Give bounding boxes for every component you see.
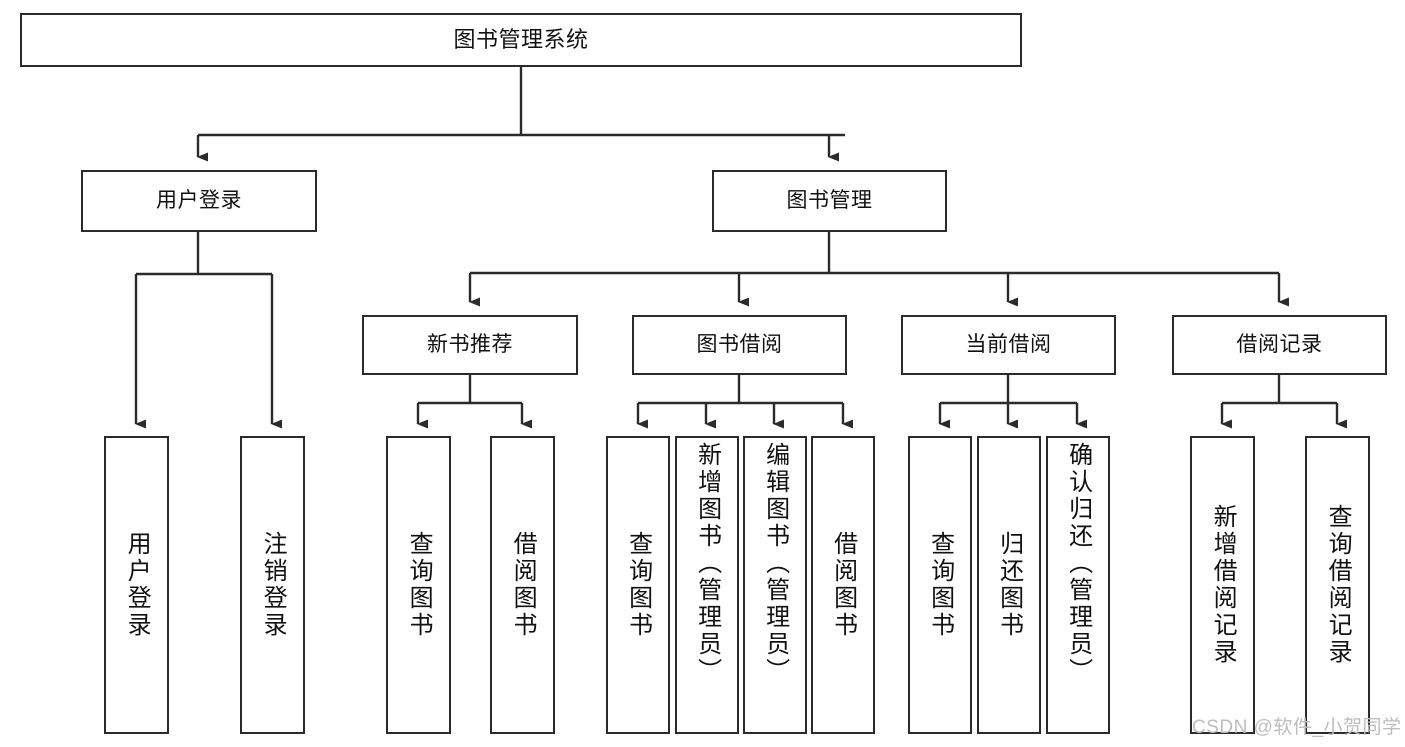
node-leaf-user-login-label: 用户登录 xyxy=(123,531,151,639)
node-leaf-confirm-return-label: 确认归还（管理员） xyxy=(1064,442,1092,685)
node-leaf-add-book-label: 新增图书（管理员） xyxy=(693,442,721,685)
node-new-book-rec[interactable]: 新书推荐 xyxy=(362,315,578,375)
node-book-manage-label: 图书管理 xyxy=(786,188,873,212)
node-leaf-user-logout-label: 注销登录 xyxy=(259,531,287,639)
node-leaf-user-login[interactable]: 用户登录 xyxy=(104,436,169,734)
node-leaf-query-record[interactable]: 查询借阅记录 xyxy=(1305,436,1370,734)
node-leaf-query-record-label: 查询借阅记录 xyxy=(1324,504,1352,666)
node-book-borrow-label: 图书借阅 xyxy=(696,332,783,356)
node-leaf-borrow-book-1[interactable]: 借阅图书 xyxy=(490,436,555,734)
node-book-borrow[interactable]: 图书借阅 xyxy=(632,315,847,375)
node-current-borrow[interactable]: 当前借阅 xyxy=(901,315,1116,375)
node-leaf-confirm-return[interactable]: 确认归还（管理员） xyxy=(1046,436,1110,734)
node-leaf-return-book[interactable]: 归还图书 xyxy=(977,436,1041,734)
node-leaf-edit-book-label: 编辑图书（管理员） xyxy=(761,442,789,685)
node-leaf-query-book-2[interactable]: 查询图书 xyxy=(606,436,670,734)
node-leaf-query-book-3[interactable]: 查询图书 xyxy=(908,436,972,734)
node-user-login-label: 用户登录 xyxy=(156,188,242,212)
node-leaf-query-book-1[interactable]: 查询图书 xyxy=(386,436,451,734)
node-borrow-record-label: 借阅记录 xyxy=(1236,332,1323,356)
node-leaf-borrow-book-2-label: 借阅图书 xyxy=(829,531,857,639)
node-leaf-user-logout[interactable]: 注销登录 xyxy=(240,436,305,734)
node-new-book-rec-label: 新书推荐 xyxy=(427,332,513,356)
node-leaf-query-book-2-label: 查询图书 xyxy=(624,531,652,639)
node-leaf-query-book-1-label: 查询图书 xyxy=(405,531,433,639)
node-current-borrow-label: 当前借阅 xyxy=(965,332,1052,356)
node-leaf-add-record-label: 新增借阅记录 xyxy=(1209,504,1237,666)
node-leaf-return-book-label: 归还图书 xyxy=(995,531,1023,639)
node-leaf-borrow-book-2[interactable]: 借阅图书 xyxy=(811,436,875,734)
node-leaf-query-book-3-label: 查询图书 xyxy=(926,531,954,639)
node-user-login[interactable]: 用户登录 xyxy=(81,170,317,232)
node-root-label: 图书管理系统 xyxy=(453,27,589,53)
node-book-manage[interactable]: 图书管理 xyxy=(712,170,947,232)
node-leaf-edit-book[interactable]: 编辑图书（管理员） xyxy=(743,436,807,734)
node-leaf-add-record[interactable]: 新增借阅记录 xyxy=(1190,436,1255,734)
node-leaf-add-book[interactable]: 新增图书（管理员） xyxy=(675,436,739,734)
node-leaf-borrow-book-1-label: 借阅图书 xyxy=(509,531,537,639)
csdn-watermark: CSDN @软件_小贺同学 xyxy=(1192,717,1402,738)
node-root[interactable]: 图书管理系统 xyxy=(20,13,1022,67)
node-borrow-record[interactable]: 借阅记录 xyxy=(1172,315,1387,375)
